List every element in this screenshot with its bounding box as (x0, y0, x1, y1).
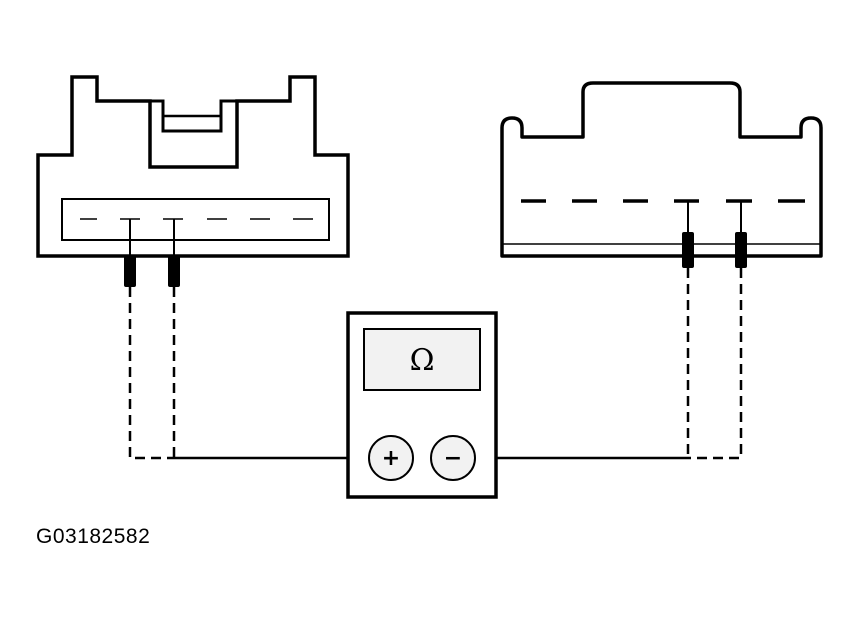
multimeter: Ω + − (346, 311, 498, 499)
right-probe-negative-tip (735, 232, 747, 268)
left-connector-terminal-cavity (61, 198, 330, 241)
right-dashed-lead-outer (688, 268, 743, 460)
ohm-symbol: Ω (410, 343, 435, 378)
negative-terminal (430, 435, 476, 481)
right-probe-positive-tip (682, 232, 694, 268)
positive-terminal (368, 435, 414, 481)
negative-terminal-label: − (444, 446, 462, 471)
right-probe-positive (682, 201, 694, 268)
left-probe-positive (124, 219, 136, 287)
left-connector (36, 75, 350, 258)
left-probe-positive-tip (124, 255, 136, 287)
left-connector-latch-notch (150, 99, 237, 133)
right-connector (500, 81, 823, 258)
left-probe-negative-tip (168, 255, 180, 287)
multimeter-display (363, 328, 481, 391)
dashed-leads (128, 268, 743, 460)
figure-id: G03182582 (36, 525, 151, 548)
left-probe-negative (168, 219, 180, 287)
right-connector-housing (500, 81, 823, 258)
right-probe-negative (735, 201, 747, 268)
positive-terminal-label: + (382, 446, 400, 471)
left-dashed-lead-outer (128, 287, 174, 460)
